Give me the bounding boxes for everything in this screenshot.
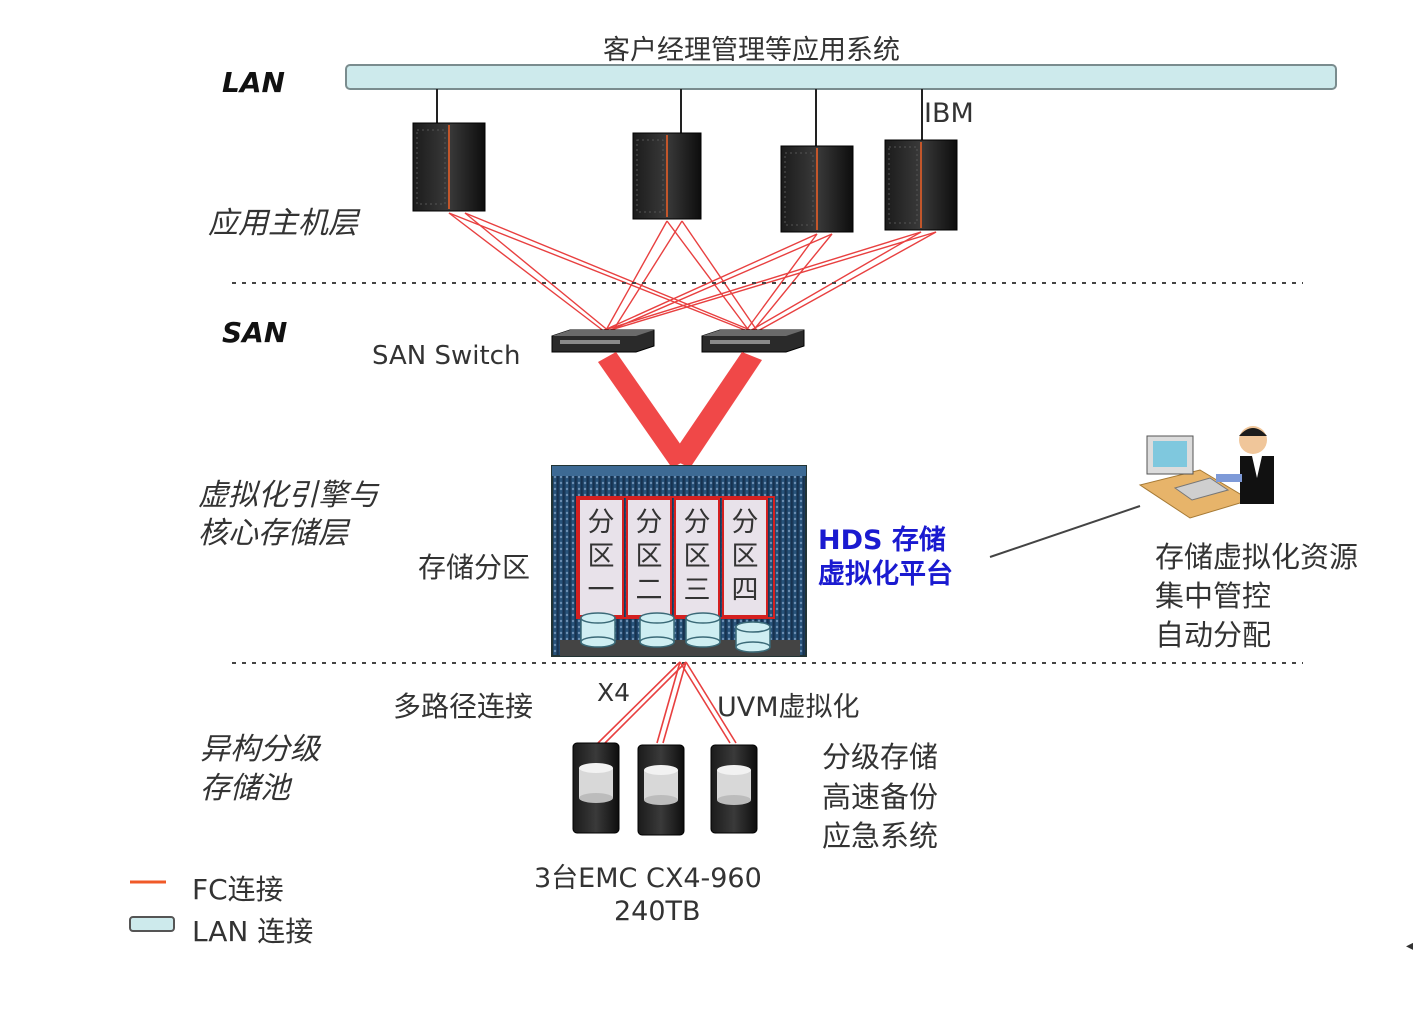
- legend-fc-label: FC连接: [192, 873, 284, 906]
- corner-mark: ◂: [1406, 938, 1413, 954]
- san-switch-2: [701, 329, 805, 353]
- tiered-note-3: 应急系统: [822, 819, 939, 853]
- fc-links-servers: [448, 212, 937, 333]
- partition-1-char-1: 分: [587, 507, 615, 538]
- partition-2-char-1: 分: [635, 507, 663, 538]
- disk-cylinder-icons: [580, 612, 771, 653]
- ibm-label: IBM: [924, 98, 974, 129]
- partition-4: 分 区 四: [730, 506, 760, 608]
- emc-label-2: 240TB: [614, 896, 701, 927]
- server-rack-2: [632, 132, 702, 220]
- san-switch-1: [551, 329, 655, 353]
- partition-3-char-2: 区: [683, 541, 711, 572]
- hds-label-1: HDS 存储: [818, 525, 946, 556]
- layer-virt-label-1: 虚拟化引擎与: [198, 478, 378, 513]
- admin-workstation-icon: [1138, 426, 1274, 519]
- tiered-note-1: 分级存储: [822, 740, 939, 774]
- layer-pool-label-1: 异构分级: [200, 732, 320, 767]
- emc-storage-unit-3: [710, 744, 758, 834]
- layer-separators: [232, 282, 1303, 664]
- server-rack-1: [412, 122, 486, 212]
- partition-2-char-3: 二: [635, 575, 663, 606]
- x4-label: X4: [597, 678, 631, 707]
- multipath-label: 多路径连接: [393, 690, 534, 723]
- lan-drop-lines: [436, 89, 923, 148]
- lan-bus-title: 客户经理管理等应用系统: [603, 35, 900, 66]
- layer-app-label: 应用主机层: [208, 206, 358, 241]
- server-rack-4: [884, 139, 958, 231]
- san-switch-label: SAN Switch: [372, 341, 521, 371]
- hds-label-2: 虚拟化平台: [818, 559, 953, 590]
- legend-lan-swatch: [129, 916, 175, 932]
- partition-3-char-3: 三: [683, 575, 711, 606]
- lan-bus: [345, 64, 1337, 90]
- lan-label: LAN: [222, 66, 285, 99]
- emc-storage-unit-2: [637, 744, 685, 836]
- layer-virt-label-2: 核心存储层: [198, 516, 348, 551]
- partition-1-char-3: 一: [587, 575, 615, 606]
- tiered-note-2: 高速备份: [822, 780, 939, 814]
- partition-4-char-2: 区: [731, 541, 759, 572]
- uvm-label: UVM虚拟化: [717, 692, 860, 723]
- fc-links-pool: [597, 661, 737, 744]
- admin-note-1: 存储虚拟化资源: [1155, 540, 1359, 574]
- admin-connector-line: [989, 505, 1141, 558]
- layer-pool-label-2: 存储池: [200, 771, 290, 806]
- partition-1: 分 区 一: [586, 506, 616, 608]
- emc-storage-unit-1: [572, 742, 620, 834]
- partition-3-char-1: 分: [683, 507, 711, 538]
- storage-partition-label: 存储分区: [418, 551, 531, 584]
- admin-note-3: 自动分配: [1155, 618, 1272, 652]
- partition-4-char-3: 四: [731, 575, 759, 606]
- partition-1-char-2: 区: [587, 541, 615, 572]
- layer-san-label: SAN: [222, 316, 288, 349]
- fc-trunk-links: [598, 352, 762, 468]
- legend-lan-label: LAN 连接: [192, 915, 314, 948]
- partition-2-char-2: 区: [635, 541, 663, 572]
- admin-note-2: 集中管控: [1155, 579, 1272, 613]
- partition-4-char-1: 分: [731, 507, 759, 538]
- partition-2: 分 区 二: [634, 506, 664, 608]
- partition-3: 分 区 三: [682, 506, 712, 608]
- emc-label-1: 3台EMC CX4-960: [534, 863, 762, 894]
- server-rack-3: [780, 145, 854, 233]
